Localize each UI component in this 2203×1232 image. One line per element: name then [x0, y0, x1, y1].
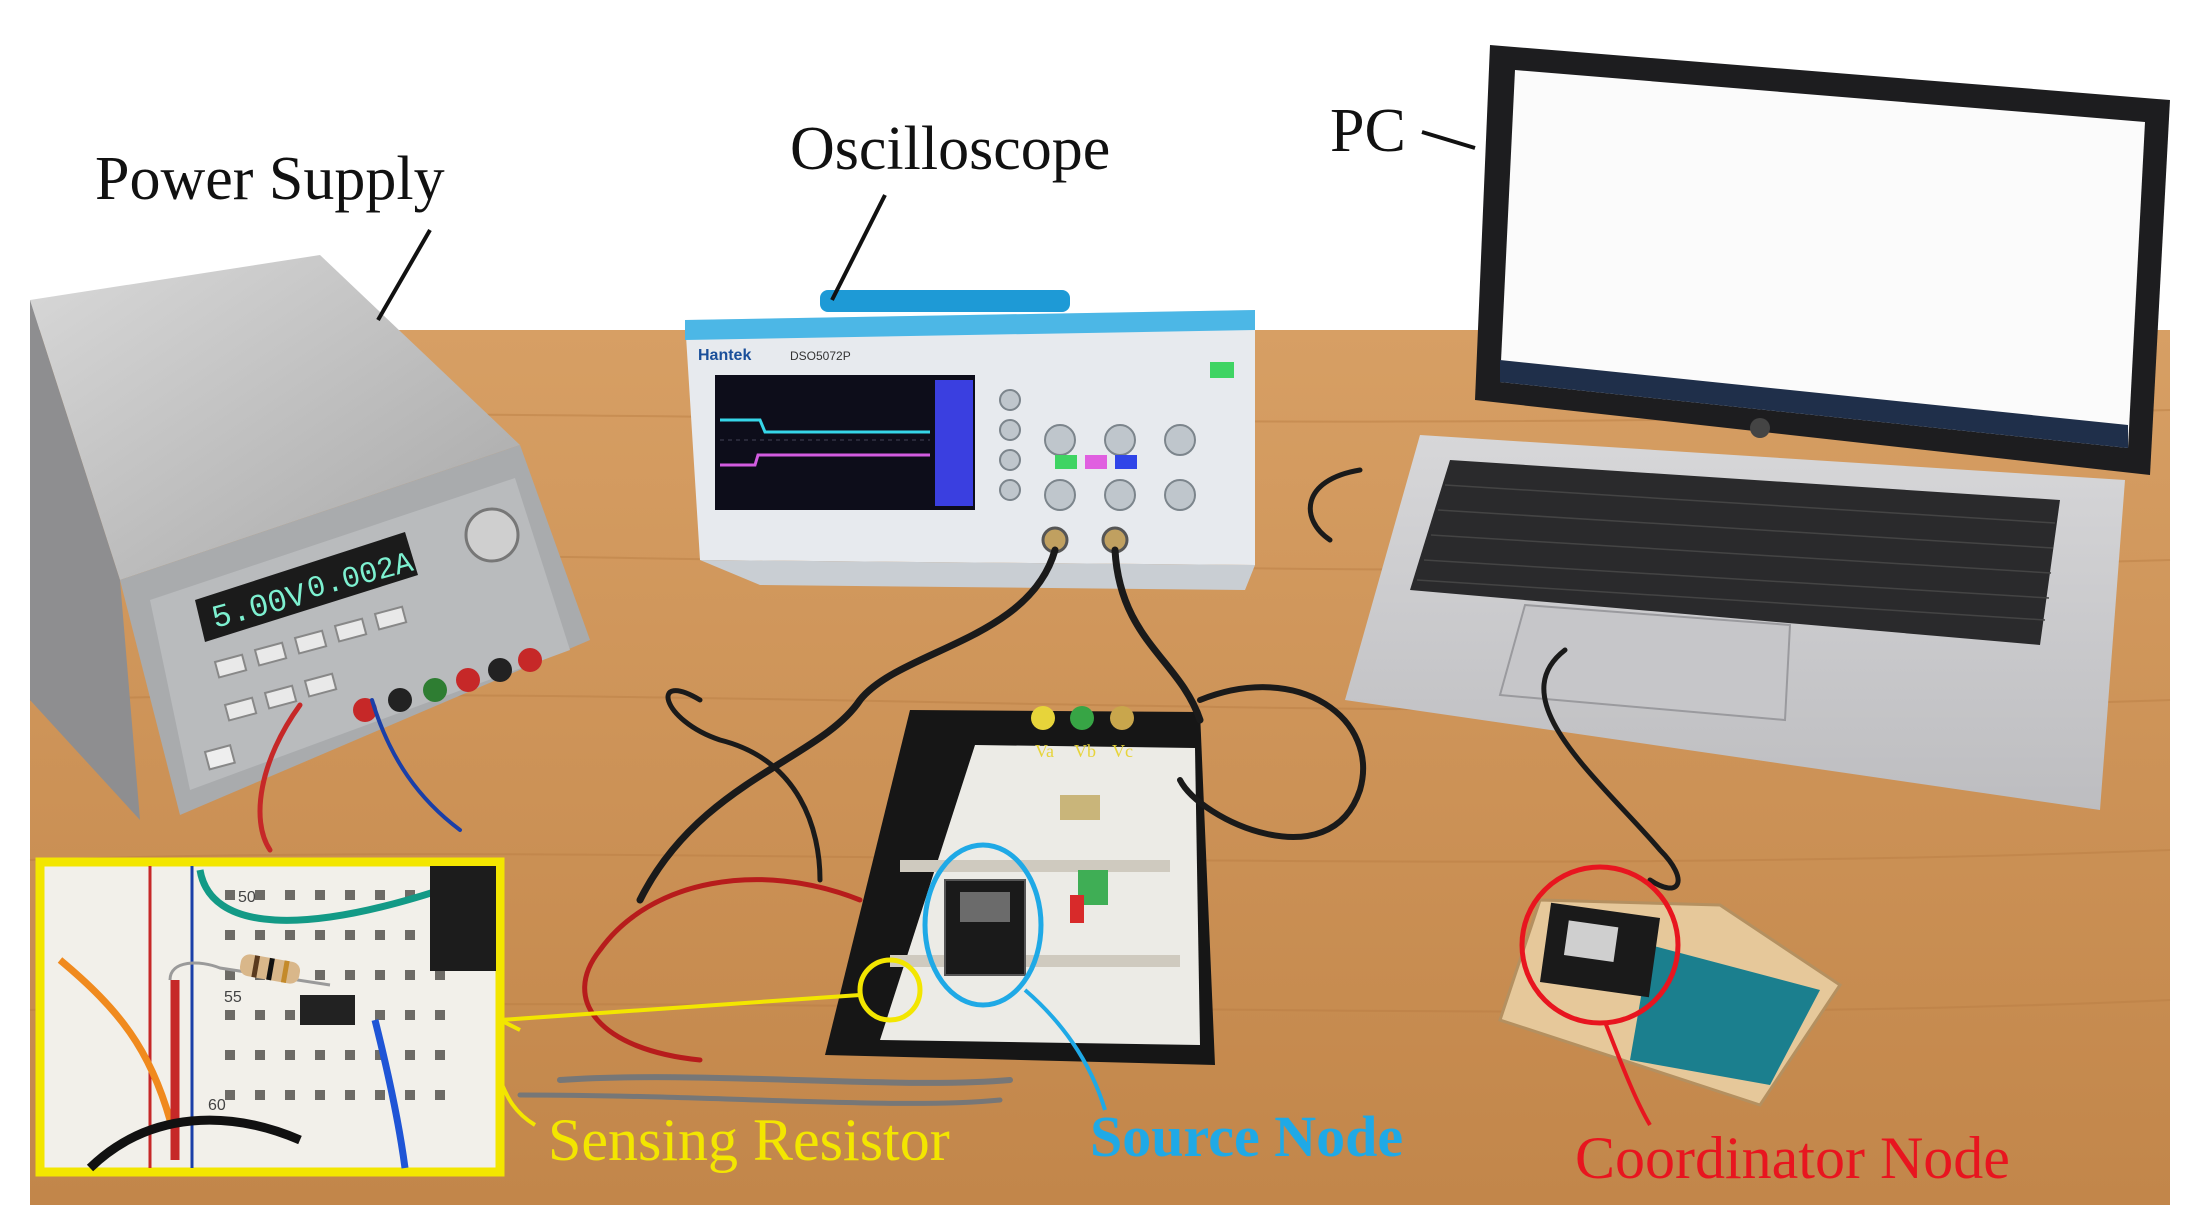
sensing-resistor-label: Sensing Resistor — [548, 1107, 950, 1173]
laptop-pc — [1345, 45, 2170, 810]
pc-label: PC — [1330, 97, 1406, 165]
sensing-resistor-highlight-circle — [857, 957, 923, 1023]
power-supply-label: Power Supply — [95, 145, 445, 213]
svg-text:Vc: Vc — [1112, 741, 1133, 761]
inset-ic-chip — [300, 995, 355, 1025]
svg-text:Vb: Vb — [1074, 741, 1096, 761]
cables — [257, 467, 1681, 1106]
svg-text:60: 60 — [208, 1097, 226, 1114]
laptop-screen — [1500, 70, 2145, 448]
svg-text:55: 55 — [224, 989, 242, 1006]
arduino-board — [1630, 945, 1820, 1085]
coordinator-setup — [1498, 898, 1843, 1107]
oscilloscope-label: Oscilloscope — [790, 115, 1111, 183]
sensing-resistor-inset: 50 55 60 — [35, 857, 505, 1177]
laptop-keyboard — [1410, 460, 2060, 645]
svg-text:50: 50 — [238, 889, 256, 906]
laptop-touchpad — [1498, 603, 1792, 722]
breadboard-platform: Va Vb Vc — [825, 706, 1215, 1065]
svg-text:DSO5072P: DSO5072P — [790, 349, 851, 363]
leader-lines — [376, 130, 1652, 1127]
coordinator-node-highlight-circle — [1519, 864, 1681, 1026]
coordinator-node-label: Coordinator Node — [1575, 1125, 2010, 1191]
oscilloscope-screen — [715, 375, 975, 510]
source-node-label: Source Node — [1090, 1104, 1404, 1169]
source-node-highlight-ellipse — [922, 842, 1044, 1008]
svg-text:Va: Va — [1035, 741, 1054, 761]
oscilloscope-device: Hantek DSO5072P — [685, 290, 1255, 590]
power-supply-device: 5.00V 0.002A — [30, 255, 590, 820]
svg-text:Hantek: Hantek — [698, 347, 751, 364]
